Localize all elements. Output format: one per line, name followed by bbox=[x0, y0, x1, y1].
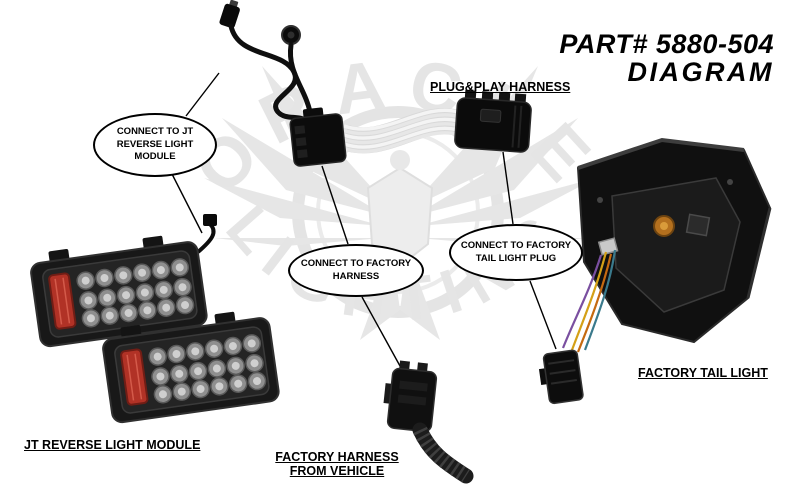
tail-light-housing-highlight bbox=[577, 137, 745, 170]
callout-connect-jt-module: CONNECT TO JT REVERSE LIGHT MODULE bbox=[93, 113, 217, 177]
harness-left-connector-icon bbox=[289, 107, 347, 167]
jt-reverse-light-modules-graphic bbox=[27, 214, 281, 425]
module-pigtail-connector-icon bbox=[203, 214, 217, 226]
harness-right-connector-icon bbox=[454, 89, 532, 153]
callout-connect-tail-light-plug: CONNECT TO FACTORY TAIL LIGHT PLUG bbox=[449, 224, 583, 281]
harness-cable bbox=[228, 23, 311, 125]
factory-harness-label-line1: FACTORY HARNESS bbox=[275, 450, 399, 464]
plug-play-harness-label: PLUG&PLAY HARNESS bbox=[430, 80, 571, 94]
amber-bulb-center bbox=[660, 222, 668, 230]
callout-connect-factory-harness: CONNECT TO FACTORY HARNESS bbox=[288, 244, 424, 297]
harness-cable-2 bbox=[287, 42, 313, 115]
factory-harness-connector-icon bbox=[383, 360, 438, 433]
title-block: PART# 5880-504 DIAGRAM bbox=[559, 30, 774, 86]
callout-line: CONNECT TO JT bbox=[116, 126, 194, 138]
watermark-eagle-head-icon bbox=[390, 150, 410, 170]
tail-light-wires bbox=[561, 249, 617, 353]
jt-reverse-light-module-label: JT REVERSE LIGHT MODULE bbox=[24, 438, 201, 452]
screw-icon bbox=[727, 179, 733, 185]
factory-tail-light-graphic bbox=[538, 137, 772, 405]
socket-connector-icon bbox=[685, 213, 711, 237]
callout-line: MODULE bbox=[134, 151, 176, 163]
harness-barrel-pin bbox=[287, 31, 295, 39]
callout-line: TAIL LIGHT PLUG bbox=[475, 252, 557, 264]
callout-leader-lines bbox=[171, 72, 557, 367]
callout-line: CONNECT TO FACTORY bbox=[300, 258, 412, 270]
module-pigtail-wire bbox=[196, 222, 216, 254]
factory-harness-graphic bbox=[383, 360, 474, 484]
harness-top-connector-icon bbox=[219, 0, 240, 29]
tail-light-plug-connector-icon bbox=[538, 349, 584, 405]
plug-play-harness-graphic bbox=[219, 0, 532, 167]
screw-icon bbox=[597, 197, 603, 203]
corrugated-tube-ribs bbox=[413, 426, 471, 483]
callout-line: HARNESS bbox=[332, 270, 380, 282]
white-plug-icon bbox=[597, 237, 619, 256]
tail-light-edge bbox=[746, 207, 772, 299]
diagram-title: DIAGRAM bbox=[627, 57, 774, 88]
factory-tail-light-label: FACTORY TAIL LIGHT bbox=[638, 366, 768, 380]
part-number-title: PART# 5880-504 bbox=[559, 29, 774, 59]
callout-line: REVERSE LIGHT bbox=[116, 138, 194, 150]
callout-line: CONNECT TO FACTORY bbox=[460, 240, 572, 252]
tail-light-recess bbox=[611, 177, 741, 313]
factory-harness-label-line2: FROM VEHICLE bbox=[289, 464, 385, 478]
factory-harness-label: FACTORY HARNESS FROM VEHICLE bbox=[272, 450, 402, 478]
harness-ribbon-wires bbox=[339, 108, 462, 154]
